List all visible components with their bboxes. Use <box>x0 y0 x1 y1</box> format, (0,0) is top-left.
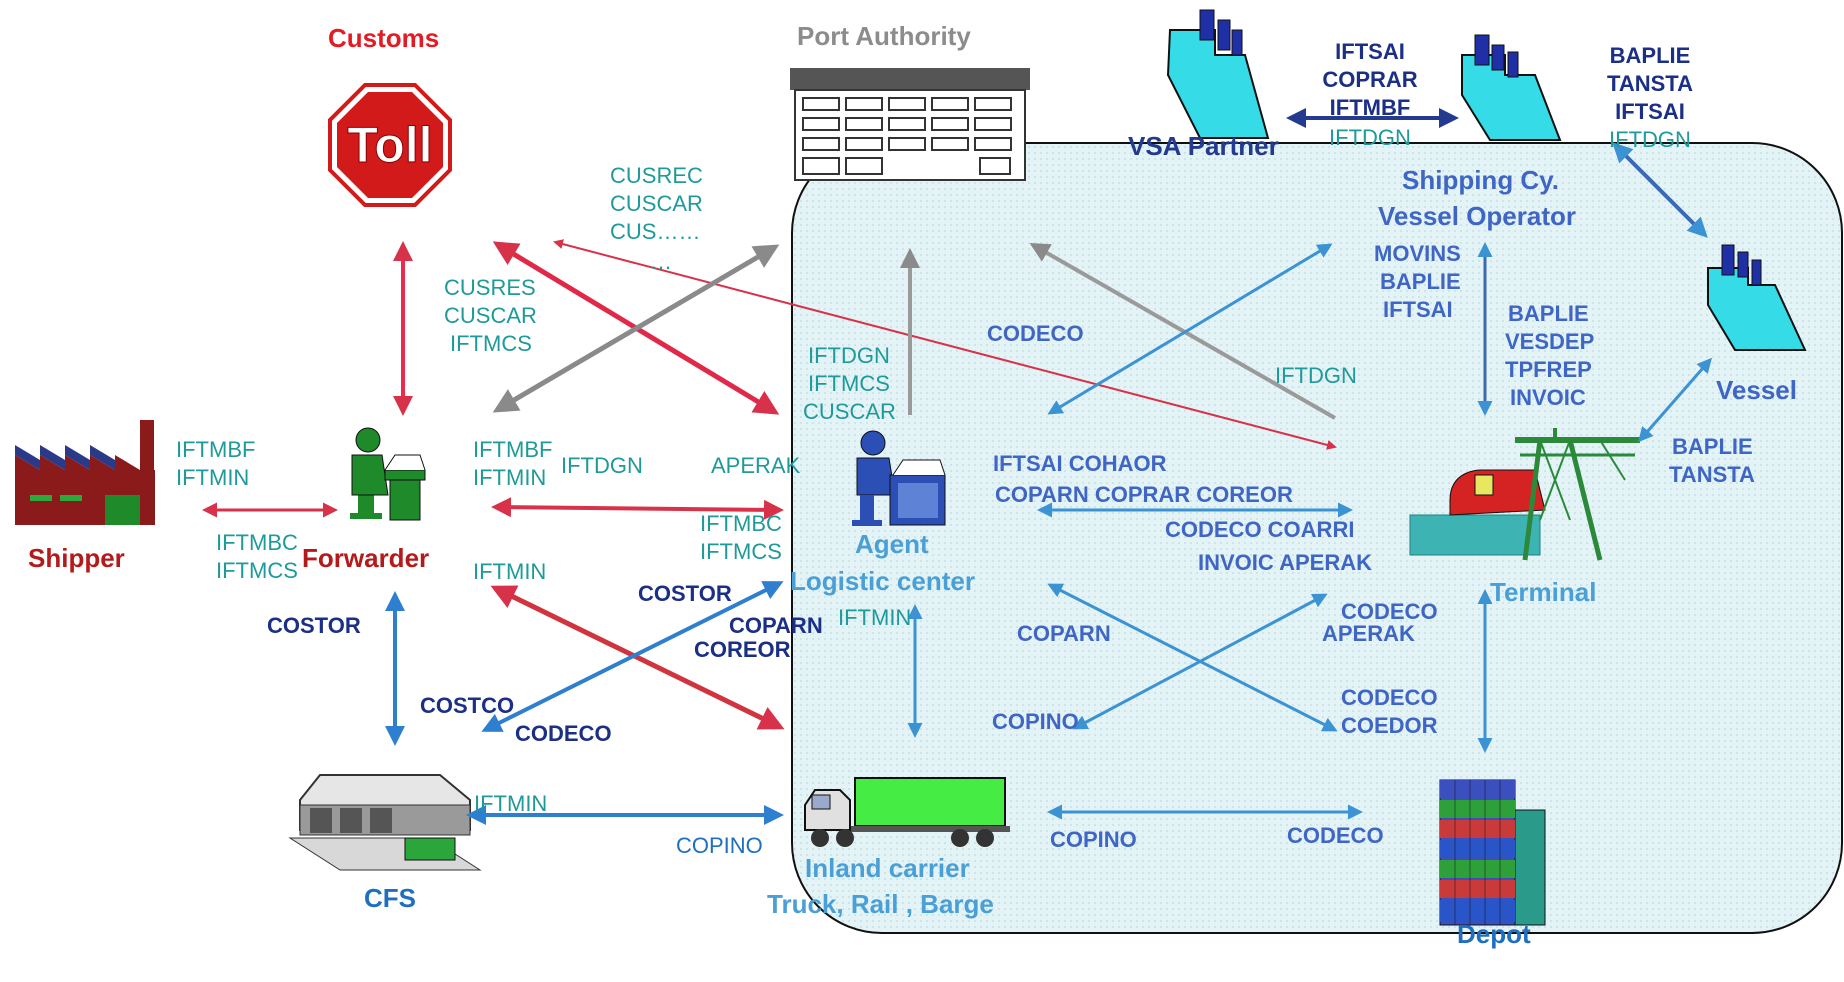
msg-label: APERAK <box>711 453 801 478</box>
msg-label: … <box>650 249 672 274</box>
msg-label: IFTSAI <box>1335 39 1405 64</box>
shipping-cy-label: Shipping Cy. <box>1402 165 1559 195</box>
msg-label: CODECO <box>987 321 1084 346</box>
msg-label: IFTMCS <box>700 539 782 564</box>
msg-label: TPFREP <box>1505 357 1592 382</box>
truck-icon <box>804 777 1010 847</box>
msg-label: COPINO <box>992 709 1079 734</box>
light-blue-arrows <box>907 242 1712 820</box>
msg-label: IFTSAI COHAOR <box>993 451 1167 476</box>
msg-label: CUSCAR <box>444 303 537 328</box>
inland-carrier-label: Inland carrier <box>805 853 970 883</box>
msg-label: CODECO <box>515 721 612 746</box>
msg-label: IFTMIN <box>474 791 548 816</box>
msg-label: COSTOR <box>638 581 732 606</box>
customs-label: Customs <box>328 23 440 53</box>
msg-label: CUSCAR <box>610 191 703 216</box>
msg-label: BAPLIE <box>1672 434 1753 459</box>
forwarder-label: Forwarder <box>302 543 430 573</box>
msg-label: IFTMCS <box>450 331 532 356</box>
arrow-inland-terminal <box>1072 593 1328 730</box>
msg-label: IFTDGN <box>1275 363 1357 388</box>
msg-label: IFTMIN <box>473 465 547 490</box>
msg-label: INVOIC APERAK <box>1198 550 1372 575</box>
arrow-forwarder-port <box>492 244 780 413</box>
msg-label: COPINO <box>1050 827 1137 852</box>
msg-label: BAPLIE <box>1508 301 1589 326</box>
arrow-vessel-terminal <box>1638 357 1712 443</box>
msg-label: IFTMIN <box>176 465 250 490</box>
msg-label: CUSREC <box>610 163 703 188</box>
msg-label: CODECO <box>1287 823 1384 848</box>
msg-label: COPARN COPRAR COREOR <box>995 482 1293 507</box>
ship-icon <box>1707 244 1807 351</box>
msg-label: CUS…… <box>610 219 701 244</box>
vsa-partner-label: VSA Partner <box>1128 131 1279 161</box>
container-stack-icon <box>1439 779 1546 926</box>
cfs-label: CFS <box>364 883 416 913</box>
msg-label: IFTMIN <box>473 559 547 584</box>
msg-label: COPINO <box>676 833 763 858</box>
msg-label: COEDOR <box>1341 713 1438 738</box>
building-icon <box>790 68 1030 181</box>
msg-label: INVOIC <box>1510 385 1586 410</box>
agent-label: Agent <box>855 529 929 559</box>
msg-label: IFTSAI <box>1615 99 1685 124</box>
toll-sign-text: Toll <box>347 117 432 173</box>
msg-label: IFTMBC <box>216 530 298 555</box>
crane-icon <box>1409 428 1640 561</box>
msg-label: CODECO COARRI <box>1165 517 1355 542</box>
msg-label: CODECO <box>1341 599 1438 624</box>
logistic-center-label: Logistic center <box>790 566 975 596</box>
msg-label: IFTMCS <box>808 371 890 396</box>
stop-sign-icon: Toll <box>328 83 452 207</box>
msg-label: IFTMBF <box>176 437 256 462</box>
msg-label: IFTSAI <box>1383 297 1453 322</box>
msg-label: CUSRES <box>444 275 536 300</box>
msg-label: COSTCO <box>420 693 515 718</box>
terminal-label: Terminal <box>1490 577 1597 607</box>
msg-label: IFTMBF <box>1329 95 1411 120</box>
msg-label: IFTMIN <box>838 605 912 630</box>
msg-label: IFTDGN <box>561 453 643 478</box>
arrow-vessel-op-vessel <box>1612 142 1708 238</box>
ship-icon <box>1461 34 1562 141</box>
msg-label: IFTDGN <box>1609 127 1691 152</box>
msg-label: BAPLIE <box>1380 269 1461 294</box>
msg-label: COPARN <box>729 613 823 638</box>
msg-label: CUSCAR <box>803 399 896 424</box>
msg-label: COPRAR <box>1322 67 1418 92</box>
msg-label: MOVINS <box>1374 241 1461 266</box>
ship-icon <box>1166 9 1270 139</box>
msg-label: IFTMBC <box>700 511 782 536</box>
vessel-label: Vessel <box>1716 375 1797 405</box>
msg-label: COREOR <box>694 637 791 662</box>
msg-label: APERAK <box>1322 621 1415 646</box>
msg-label: BAPLIE <box>1609 43 1691 68</box>
msg-label: IFTDGN <box>808 343 890 368</box>
msg-label: TANSTA <box>1669 462 1755 487</box>
msg-label: IFTMCS <box>216 558 298 583</box>
shipper-label: Shipper <box>28 543 125 573</box>
warehouse-icon <box>288 774 482 871</box>
port-authority-label: Port Authority <box>797 21 971 51</box>
msg-label: COPARN <box>1017 621 1111 646</box>
person-at-desk-icon <box>350 427 426 521</box>
msg-label: VESDEP <box>1505 329 1595 354</box>
factory-icon <box>15 420 155 525</box>
arrow-cfs-agent <box>481 581 784 732</box>
msg-label: IFTMBF <box>473 437 553 462</box>
arrow-agent-vessel-op <box>1047 243 1333 415</box>
vessel-operator-label: Vessel Operator <box>1378 201 1576 231</box>
msg-label: CODECO <box>1341 685 1438 710</box>
msg-label: COSTOR <box>267 613 361 638</box>
blue-arrows <box>385 108 1708 825</box>
msg-label: IFTDGN <box>1329 125 1411 150</box>
depot-label: Depot <box>1457 919 1531 949</box>
person-at-desk-icon <box>852 430 946 526</box>
arrow-forwarder-agent <box>491 497 784 520</box>
truck-rail-barge-label: Truck, Rail , Barge <box>767 889 994 919</box>
msg-label: TANSTA <box>1607 71 1693 96</box>
